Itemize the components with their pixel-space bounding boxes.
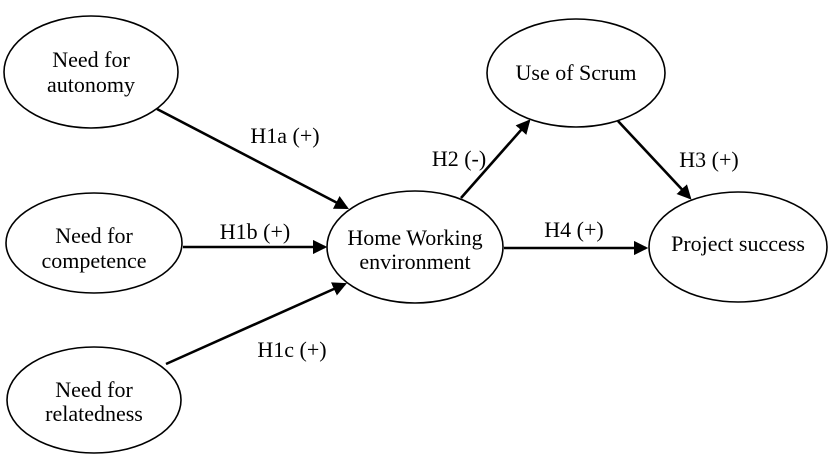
node-label-project-success: Project success [671, 231, 805, 256]
edge-label-h4: H4 (+) [544, 217, 603, 242]
edge-label-h1c: H1c (+) [257, 337, 326, 362]
edge-label-h1a: H1a (+) [250, 123, 319, 148]
edge-labels: H1a (+) H1b (+) H1c (+) H2 (-) H3 (+) H4… [220, 123, 739, 362]
node-project-success: Project success [648, 191, 828, 303]
edge-label-h1b: H1b (+) [220, 219, 290, 244]
edge-arrow-h1a [156, 107, 349, 210]
node-ellipse-home-working-environment [326, 190, 504, 304]
node-ellipse-need-for-autonomy [3, 15, 179, 129]
edge-arrow-h3 [617, 120, 692, 200]
edge-arrow-h2 [460, 119, 531, 199]
node-label-use-of-scrum: Use of Scrum [516, 60, 637, 85]
node-use-of-scrum: Use of Scrum [486, 18, 666, 128]
node-ellipse-need-for-relatedness [6, 346, 182, 454]
edge-label-h3: H3 (+) [679, 147, 738, 172]
node-ellipse-need-for-competence [5, 192, 183, 294]
node-ellipse-project-success [648, 191, 828, 303]
node-ellipse-use-of-scrum [486, 18, 666, 128]
edge-arrow-h1c [165, 282, 347, 366]
edge-label-h2: H2 (-) [432, 146, 486, 171]
edges [156, 107, 692, 366]
